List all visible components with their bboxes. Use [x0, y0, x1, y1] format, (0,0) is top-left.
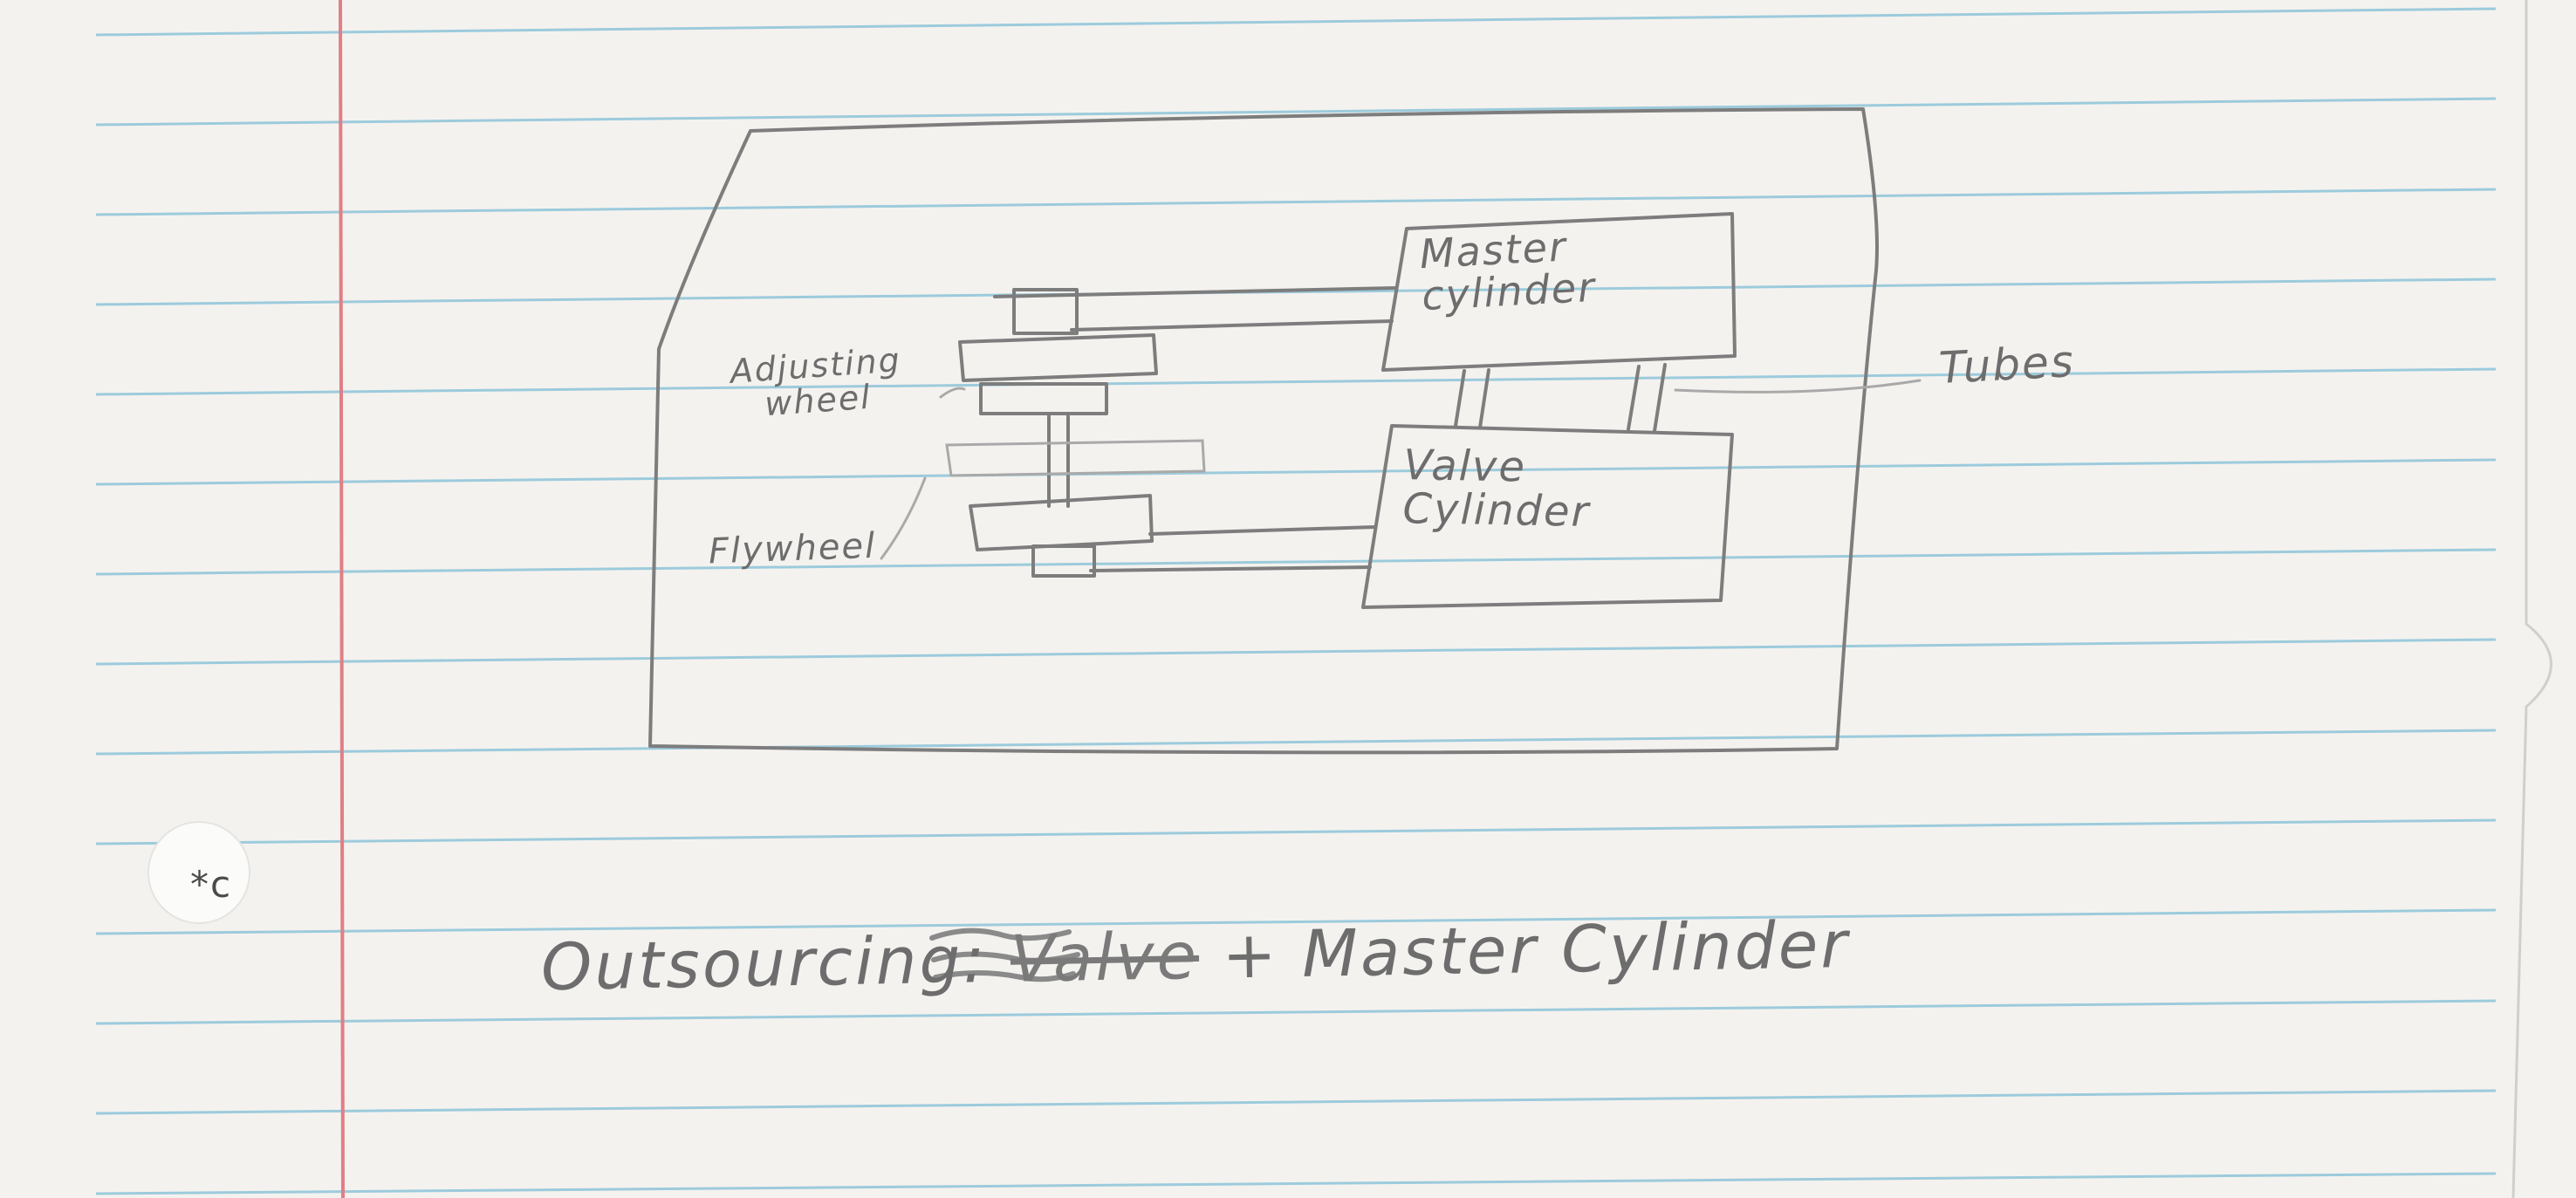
punch-hole — [147, 821, 250, 924]
flywheel-leader — [880, 476, 927, 560]
strike-through-scribble — [929, 928, 1080, 982]
flywheel-hub — [1031, 544, 1096, 578]
footer-struck-word: Valve — [1010, 918, 1200, 997]
page-edge — [2511, 0, 2552, 1198]
drive-belt-bottom — [1089, 525, 1376, 572]
tube-right-2 — [1653, 363, 1667, 433]
flywheel-disc — [945, 439, 1206, 477]
footer-suffix: + Master Cylinder — [1221, 907, 1851, 994]
drive-belt-top — [993, 286, 1398, 332]
valve-cylinder-label: Valve Cylinder — [1402, 441, 1591, 537]
adjusting-wheel-plate — [958, 333, 1158, 382]
ruled-lines — [95, 7, 2497, 1195]
tubes-label: Tubes — [1937, 335, 2077, 394]
enclosure-box — [648, 107, 1879, 755]
flywheel-body — [969, 494, 1154, 551]
footer-prefix: Outsourcing: — [540, 922, 989, 1006]
flywheel-label: Flywheel — [708, 525, 877, 572]
pencil-diagram — [648, 107, 1922, 982]
margin-note: *c — [190, 863, 233, 906]
tube-right-1 — [1627, 365, 1641, 431]
tube-left-2 — [1478, 368, 1490, 429]
margin-line — [339, 0, 345, 1198]
tube-left-1 — [1454, 369, 1466, 428]
adjusting-wheel-leader — [939, 387, 966, 399]
adjusting-wheel-top — [1012, 288, 1079, 335]
adjusting-wheel-hub — [979, 382, 1108, 415]
tubes-leader — [1674, 379, 1922, 394]
master-cylinder-label: Master cylinder — [1418, 222, 1598, 320]
adjusting-wheel-label: Adjusting wheel — [729, 340, 903, 424]
valve-cylinder-box — [1361, 424, 1734, 609]
